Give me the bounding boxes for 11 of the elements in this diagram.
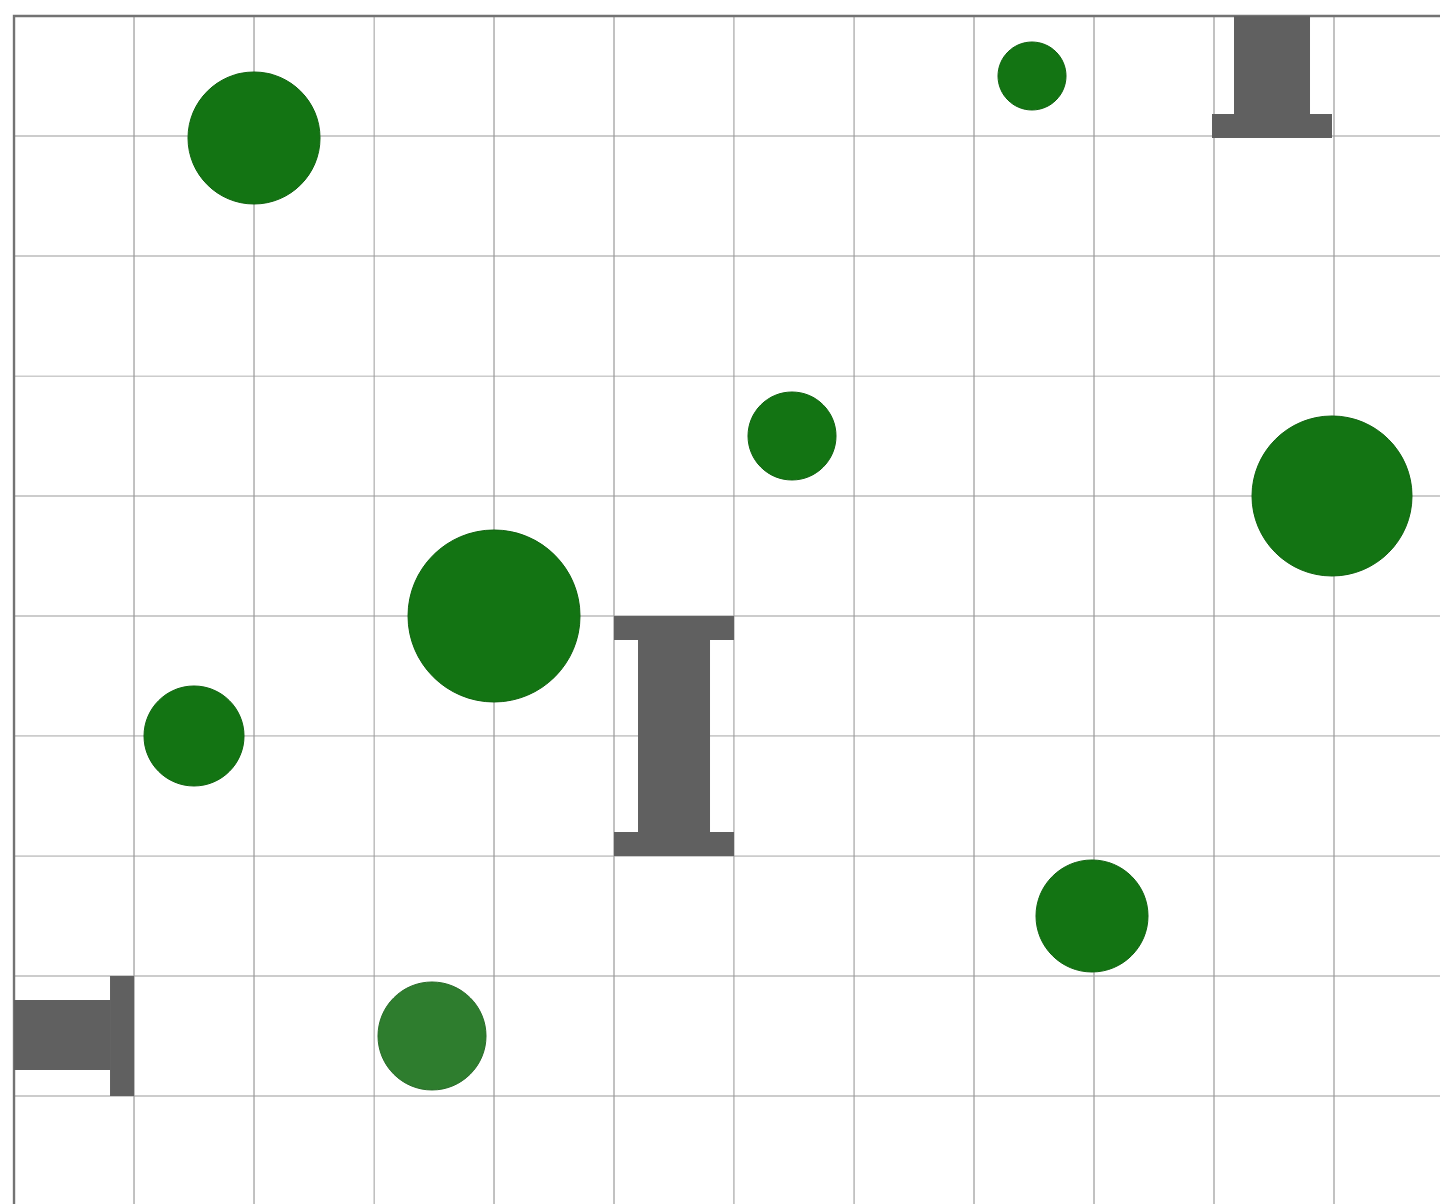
i-beam — [1212, 16, 1332, 138]
circle-marker — [1251, 415, 1413, 577]
circle-marker — [143, 685, 245, 787]
circle-marker — [187, 71, 321, 205]
circle-marker — [407, 529, 581, 703]
circle-marker — [377, 981, 487, 1091]
i-beam — [614, 616, 734, 856]
i-beam — [14, 976, 134, 1096]
circle-marker — [747, 391, 837, 481]
circle-marker — [997, 41, 1067, 111]
circle-marker — [1035, 859, 1149, 973]
